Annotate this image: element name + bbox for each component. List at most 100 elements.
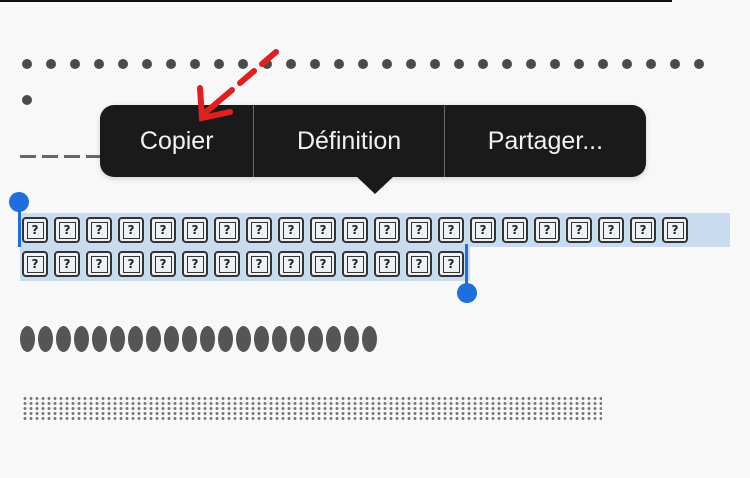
missing-glyph-icon: ? bbox=[534, 217, 560, 243]
menu-separator bbox=[443, 105, 445, 177]
dot-glyph bbox=[382, 59, 392, 69]
selection-end-handle[interactable] bbox=[457, 283, 477, 303]
dot-glyph bbox=[286, 59, 296, 69]
missing-glyph-icon: ? bbox=[182, 217, 208, 243]
dot-glyph bbox=[358, 59, 368, 69]
blob-glyph bbox=[74, 326, 89, 352]
blob-glyph bbox=[290, 326, 305, 352]
missing-glyph-mark: ? bbox=[570, 221, 588, 239]
missing-glyph-mark: ? bbox=[122, 221, 140, 239]
missing-glyph-mark: ? bbox=[442, 221, 460, 239]
missing-glyph-mark: ? bbox=[282, 255, 300, 273]
dot-glyph bbox=[550, 59, 560, 69]
dot-glyph bbox=[94, 59, 104, 69]
blob-glyph bbox=[146, 326, 161, 352]
missing-glyph-mark: ? bbox=[186, 221, 204, 239]
small-dotted-text-row bbox=[22, 396, 602, 420]
blob-glyph bbox=[38, 326, 53, 352]
blob-glyph bbox=[182, 326, 197, 352]
blob-glyph bbox=[308, 326, 323, 352]
missing-glyph-icon: ? bbox=[278, 251, 304, 277]
selection-start-caret[interactable] bbox=[18, 203, 21, 247]
missing-glyph-icon: ? bbox=[406, 251, 432, 277]
missing-glyph-icon: ? bbox=[214, 217, 240, 243]
missing-glyph-icon: ? bbox=[182, 251, 208, 277]
blob-glyph bbox=[92, 326, 107, 352]
top-divider bbox=[0, 0, 672, 2]
missing-glyph-mark: ? bbox=[442, 255, 460, 273]
dot-glyph bbox=[118, 59, 128, 69]
definition-menu-item[interactable]: Définition bbox=[296, 126, 402, 155]
dot-glyph bbox=[574, 59, 584, 69]
missing-glyph-mark: ? bbox=[314, 255, 332, 273]
missing-glyph-mark: ? bbox=[90, 255, 108, 273]
missing-glyph-mark: ? bbox=[26, 255, 44, 273]
missing-glyph-icon: ? bbox=[342, 217, 368, 243]
selected-text-line-2[interactable]: ?????????????? bbox=[20, 247, 470, 281]
missing-glyph-icon: ? bbox=[438, 217, 464, 243]
blob-glyph bbox=[254, 326, 269, 352]
missing-glyph-mark: ? bbox=[90, 221, 108, 239]
dot-glyph bbox=[646, 59, 656, 69]
dot-glyph bbox=[22, 59, 32, 69]
missing-glyph-icon: ? bbox=[22, 217, 48, 243]
missing-glyph-icon: ? bbox=[310, 251, 336, 277]
missing-glyph-icon: ? bbox=[406, 217, 432, 243]
dot-glyph bbox=[238, 59, 248, 69]
dot-glyph bbox=[526, 59, 536, 69]
bold-dotted-text-row bbox=[20, 326, 380, 352]
share-menu-item[interactable]: Partager... bbox=[487, 126, 604, 155]
selected-text-line-1[interactable]: ????????????????????? bbox=[20, 213, 730, 247]
missing-glyph-mark: ? bbox=[58, 255, 76, 273]
dash-glyph bbox=[64, 155, 80, 158]
missing-glyph-icon: ? bbox=[214, 251, 240, 277]
missing-glyph-icon: ? bbox=[566, 217, 592, 243]
missing-glyph-icon: ? bbox=[662, 217, 688, 243]
missing-glyph-icon: ? bbox=[150, 217, 176, 243]
menu-separator bbox=[253, 105, 255, 177]
missing-glyph-mark: ? bbox=[154, 255, 172, 273]
missing-glyph-icon: ? bbox=[278, 217, 304, 243]
missing-glyph-icon: ? bbox=[246, 217, 272, 243]
context-menu-pointer bbox=[356, 176, 394, 194]
missing-glyph-mark: ? bbox=[346, 255, 364, 273]
dot-glyph bbox=[430, 59, 440, 69]
dashed-text-row bbox=[20, 155, 108, 158]
dot-glyph bbox=[22, 95, 32, 105]
dash-glyph bbox=[42, 155, 58, 158]
missing-glyph-mark: ? bbox=[378, 255, 396, 273]
selection-end-caret[interactable] bbox=[465, 244, 468, 286]
missing-glyph-mark: ? bbox=[218, 221, 236, 239]
dot-glyph bbox=[214, 59, 224, 69]
missing-glyph-icon: ? bbox=[374, 251, 400, 277]
missing-glyph-icon: ? bbox=[118, 251, 144, 277]
dot-glyph bbox=[142, 59, 152, 69]
blob-glyph bbox=[128, 326, 143, 352]
blob-glyph bbox=[326, 326, 341, 352]
dot-glyph bbox=[454, 59, 464, 69]
copy-menu-item[interactable]: Copier bbox=[139, 126, 214, 155]
dot-glyph bbox=[166, 59, 176, 69]
missing-glyph-icon: ? bbox=[470, 217, 496, 243]
missing-glyph-mark: ? bbox=[250, 221, 268, 239]
missing-glyph-mark: ? bbox=[378, 221, 396, 239]
missing-glyph-icon: ? bbox=[86, 217, 112, 243]
missing-glyph-icon: ? bbox=[310, 217, 336, 243]
missing-glyph-mark: ? bbox=[666, 221, 684, 239]
blob-glyph bbox=[344, 326, 359, 352]
selected-text[interactable]: ????????????????????? ?????????????? bbox=[20, 213, 730, 281]
missing-glyph-mark: ? bbox=[26, 221, 44, 239]
dot-glyph bbox=[622, 59, 632, 69]
missing-glyph-icon: ? bbox=[54, 217, 80, 243]
missing-glyph-icon: ? bbox=[598, 217, 624, 243]
missing-glyph-mark: ? bbox=[250, 255, 268, 273]
missing-glyph-icon: ? bbox=[438, 251, 464, 277]
dot-glyph bbox=[502, 59, 512, 69]
blob-glyph bbox=[272, 326, 287, 352]
blob-glyph bbox=[362, 326, 377, 352]
missing-glyph-mark: ? bbox=[218, 255, 236, 273]
blob-glyph bbox=[218, 326, 233, 352]
selection-start-handle[interactable] bbox=[9, 192, 29, 212]
dot-glyph bbox=[46, 59, 56, 69]
